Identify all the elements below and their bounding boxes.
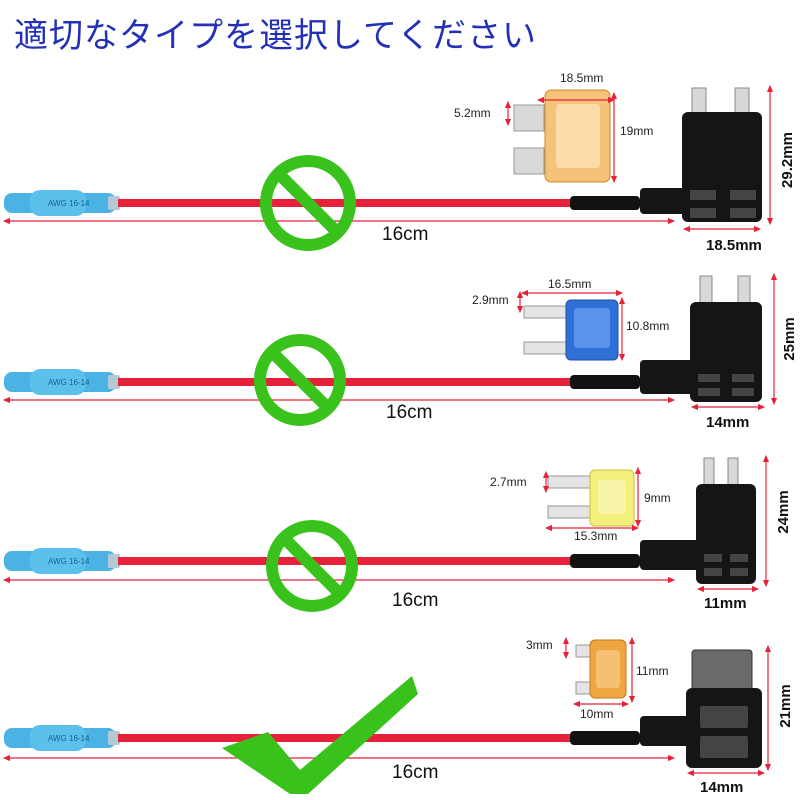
fuse-width-label: 15.3mm: [574, 529, 617, 543]
fuse-height-label: 10.8mm: [626, 319, 669, 333]
fuse-height-label: 11mm: [636, 664, 668, 678]
fuse-width-label: 10mm: [580, 707, 613, 721]
fuse-height-label: 9mm: [644, 491, 671, 505]
heat-shrink: [570, 731, 640, 745]
fuse-tap-row-low-profile-mini: AWG 16-14 3mm 11mm 10mm 21mm 14mm 16cm: [2, 636, 794, 796]
fuse-height-label: 19mm: [620, 124, 653, 138]
fuse-blade-label: 2.7mm: [490, 475, 527, 489]
cable-length-label: 16cm: [382, 224, 428, 245]
fuse-width-label: 16.5mm: [548, 277, 591, 291]
butt-connector: AWG 16-14: [4, 190, 120, 216]
holder-height-label: 21mm: [777, 684, 794, 727]
butt-connector: AWG 16-14: [4, 548, 120, 574]
fuse-blade-label: 3mm: [526, 638, 553, 652]
fuse-width-label: 18.5mm: [560, 71, 603, 85]
prohibited-icon: [254, 334, 346, 426]
cable-length-label: 16cm: [392, 590, 438, 611]
fuse-holder: [640, 275, 762, 402]
fuse-blade-label: 2.9mm: [472, 293, 509, 307]
holder-width-label: 14mm: [700, 779, 743, 796]
cable-length-label: 16cm: [392, 762, 438, 783]
fuse-holder: [640, 87, 762, 222]
butt-connector: AWG 16-14: [4, 725, 120, 751]
page-title: 適切なタイプを選択してください: [14, 16, 537, 56]
holder-height-label: 24mm: [775, 490, 792, 533]
butt-connector: AWG 16-14: [4, 369, 120, 395]
heat-shrink: [570, 375, 640, 389]
blade-fuse: [513, 89, 611, 183]
crimp-label: AWG 16-14: [48, 199, 90, 208]
fuse-holder: [640, 457, 756, 584]
cable-length-label: 16cm: [386, 402, 432, 423]
holder-width-label: 14mm: [706, 414, 749, 431]
fuse-tap-row-micro2: AWG 16-14 2.7mm 9mm 15.3mm 24mm 11mm: [2, 454, 792, 612]
blade-fuse: [523, 299, 619, 361]
wire: [118, 557, 572, 565]
fuse-holder: [640, 649, 762, 768]
holder-width-label: 18.5mm: [706, 237, 762, 254]
blade-fuse: [547, 469, 635, 527]
heat-shrink: [570, 196, 640, 210]
crimp-label: AWG 16-14: [48, 557, 90, 566]
holder-height-label: 29.2mm: [779, 132, 796, 188]
blade-fuse: [575, 639, 627, 699]
prohibited-icon: [260, 155, 356, 251]
heat-shrink: [570, 554, 640, 568]
fuse-blade-label: 5.2mm: [454, 106, 491, 120]
crimp-label: AWG 16-14: [48, 378, 90, 387]
prohibited-icon: [266, 520, 358, 612]
holder-height-label: 25mm: [781, 317, 798, 360]
checkmark-icon: [222, 676, 418, 794]
crimp-label: AWG 16-14: [48, 734, 90, 743]
fuse-tap-row-mini: AWG 16-14 16.5mm 2.9mm 10.8mm 25mm 1: [2, 272, 798, 431]
fuse-tap-row-standard: AWG 16-14 18.5mm 5.2mm 19mm 29.2mm 1: [2, 71, 796, 254]
holder-width-label: 11mm: [704, 595, 747, 612]
